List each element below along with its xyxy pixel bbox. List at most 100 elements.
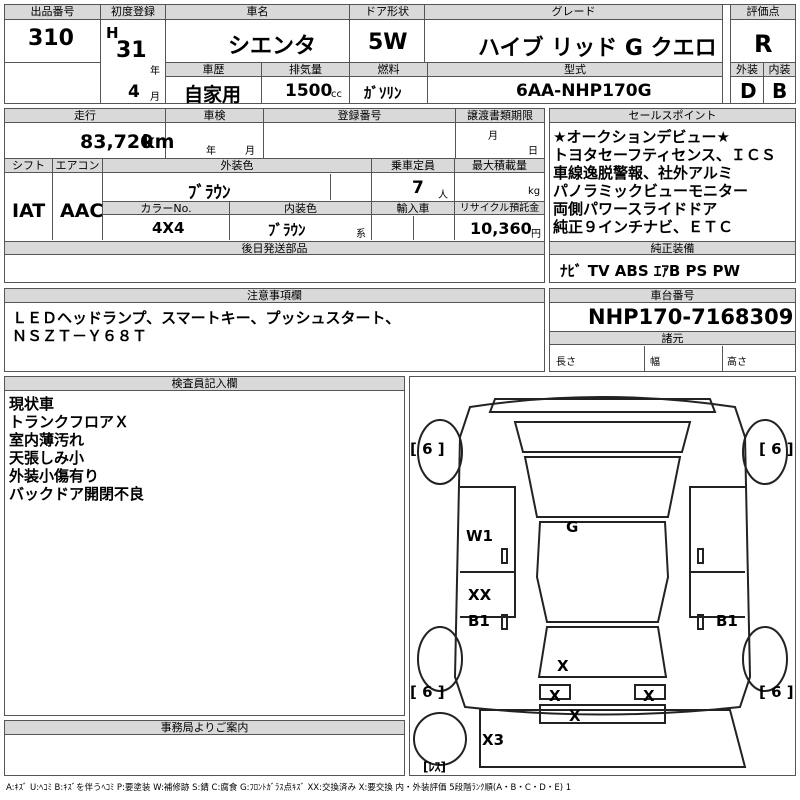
history-label: 車歴 (166, 63, 261, 77)
car-diagram: [ 6 ] [ 6 ] [ 6 ] [ 6 ] G W1 XX B1 B1 X … (409, 376, 796, 776)
reg-no-label: 登録番号 (264, 109, 455, 123)
legend-text: A:ｷｽﾞ U:ﾍｺﾐ B:ｷｽﾞを伴うﾍｺﾐ P:要塗装 W:補修跡 S:錆 … (6, 783, 572, 793)
inspector-line: バックドア開閉不良 (9, 485, 145, 503)
later-parts-label: 後日発送部品 (5, 241, 544, 255)
color-no-label: カラーNo. (103, 201, 229, 215)
notes-line: ＬＥＤヘッドランプ、スマートキー、プッシュスタート、 (12, 309, 401, 327)
int-color-value: ﾌﾞﾗｳﾝ (268, 221, 306, 239)
color-no-value: 4X4 (152, 219, 185, 237)
ac-label: エアコン (53, 159, 102, 173)
notes-block (4, 288, 545, 372)
max-load-unit: kg (528, 186, 541, 197)
genuine-label: 純正装備 (550, 241, 795, 255)
int-color-suffix: 系 (356, 229, 366, 240)
year-unit: 年 (150, 66, 160, 77)
displacement-value: 1500 (285, 81, 333, 101)
first-reg-label: 初度登録 (101, 5, 165, 20)
damage-code-left-front-door: W1 (466, 527, 493, 545)
month-unit: 月 (150, 92, 160, 103)
car-outline (413, 396, 788, 768)
month-value: 4 (128, 82, 140, 102)
mileage-label: 走行 (5, 109, 165, 123)
max-load-label: 最大積載量 (455, 159, 544, 173)
import-label: 輸入車 (372, 201, 454, 215)
capacity-value: 7 (412, 178, 424, 198)
tire-code-front-right: [ 6 ] (759, 440, 794, 458)
inspection-year-unit: 年 (206, 146, 216, 157)
fuel-label: 燃料 (350, 63, 427, 77)
damage-code-back-door: X3 (482, 731, 505, 749)
exterior-label: 外装 (731, 63, 763, 77)
damage-code-roof: G (566, 518, 579, 536)
int-color-label: 内装色 (230, 201, 371, 215)
inspector-line: 天張しみ小 (9, 449, 85, 467)
recycle-label: リサイクル預託金 (455, 201, 544, 215)
ext-color-value: ﾌﾞﾗｳﾝ (188, 183, 231, 203)
lot-value: 310 (28, 26, 74, 51)
damage-code-rear-bumper: X (569, 707, 581, 725)
inspector-line: 外装小傷有り (9, 467, 100, 485)
sales-point-item: ★オークションデビュー★ (553, 128, 730, 146)
interior-value: B (772, 79, 788, 103)
rating-label: 評価点 (731, 5, 795, 20)
chassis-value: NHP170-7168309 (588, 305, 794, 329)
sales-point-item: トヨタセーフティセンス、ＩＣＳ (553, 146, 776, 164)
recycle-unit: 円 (531, 229, 541, 240)
grade-value: ハイブ リッド G クエロ (478, 36, 717, 61)
length-label: 長さ (556, 357, 576, 368)
shift-value: IAT (12, 200, 46, 222)
ac-value: AAC (60, 200, 104, 222)
shift-label: シフト (5, 159, 52, 173)
genuine-value: ﾅﾋﾞ TV ABS ｴｱB PS PW (560, 262, 741, 280)
era-value: H (106, 24, 119, 42)
lot-label: 出品番号 (5, 5, 100, 20)
car-name-value: シエンタ (228, 34, 317, 59)
model-value: 6AA-NHP170G (516, 81, 652, 101)
sales-point-item: パノラミックビューモニター (553, 182, 749, 200)
tire-code-front-left: [ 6 ] (410, 440, 445, 458)
interior-label: 内装 (764, 63, 795, 77)
height-label: 高さ (727, 357, 747, 368)
displacement-unit: cc (331, 89, 342, 100)
inspector-label: 検査員記入欄 (5, 377, 404, 391)
sales-point-item: 純正９インチナビ、ＥＴＣ (553, 218, 734, 236)
office-label: 事務局よりご案内 (5, 721, 404, 735)
mileage-unit: km (142, 131, 175, 153)
grade-label: グレード (425, 5, 722, 20)
notes-label: 注意事項欄 (5, 289, 544, 303)
car-name-label: 車名 (166, 5, 349, 20)
displacement-label: 排気量 (262, 63, 349, 77)
dims-label: 諸元 (550, 331, 795, 345)
inspector-block (4, 376, 405, 716)
spare-tire-label: [ﾚｽ] (423, 760, 446, 774)
transfer-day-unit: 日 (528, 146, 538, 157)
damage-code-left-rear-door: B1 (468, 612, 490, 630)
info-block (4, 108, 545, 283)
chassis-block (549, 288, 796, 372)
damage-code-rear-lamp-left: X (549, 687, 561, 705)
inspector-line: 室内薄汚れ (9, 431, 85, 449)
damage-code-rear-lamp-right: X (643, 687, 655, 705)
notes-line: ＮＳＺＴ－Ｙ６８Ｔ (12, 327, 148, 345)
recycle-value: 10,360 (470, 219, 532, 238)
capacity-label: 乗車定員 (372, 159, 454, 173)
history-value: 自家用 (184, 84, 242, 106)
chassis-label: 車台番号 (550, 289, 795, 303)
transfer-label: 譲渡書類期限 (456, 109, 544, 123)
damage-code-left-step: XX (468, 586, 492, 604)
width-label: 幅 (650, 357, 660, 368)
sales-point-item: 車線逸脱警報、社外アルミ (553, 164, 733, 182)
mileage-value: 83,720 (80, 131, 154, 153)
year-value: 31 (116, 38, 147, 63)
damage-code-right-rear-door: B1 (716, 612, 738, 630)
inspector-line: 現状車 (9, 395, 55, 413)
tire-code-rear-right: [ 6 ] (759, 683, 794, 701)
rating-value: R (754, 30, 773, 58)
door-label: ドア形状 (350, 5, 424, 20)
office-block (4, 720, 405, 776)
sales-point-block (549, 108, 796, 283)
header-block (4, 4, 796, 104)
notes-text: ＬＥＤヘッドランプ、スマートキー、プッシュスタート、 ＮＳＺＴ－Ｙ６８Ｔ (12, 309, 400, 345)
ext-color-label: 外装色 (103, 159, 371, 173)
fuel-value: ｶﾞｿﾘﾝ (364, 84, 402, 102)
